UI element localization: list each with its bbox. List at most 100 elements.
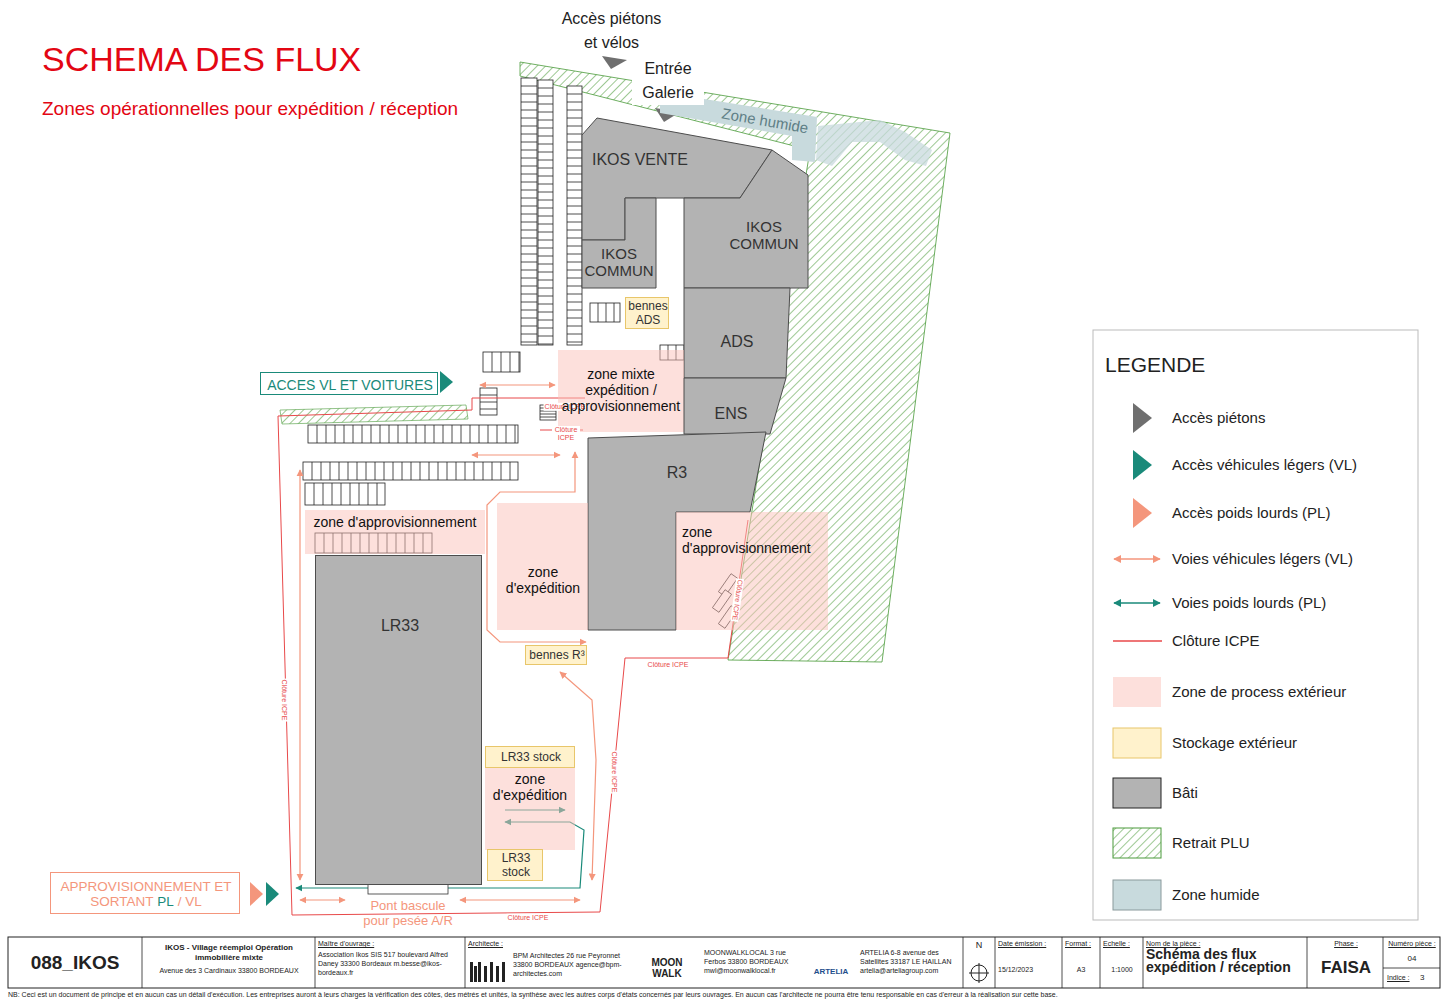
node-text: zone d'expédition xyxy=(506,564,580,596)
parking-row xyxy=(483,352,520,372)
text-group: ENS xyxy=(706,405,756,423)
text-group: R3 xyxy=(657,464,697,482)
cell-value: 1:1000 xyxy=(1103,966,1141,974)
cell-heading: Format : xyxy=(1065,940,1091,948)
access-box: APPROVISIONNEMENT ET SORTANTPL/VL xyxy=(50,872,240,914)
vl-road xyxy=(480,384,555,385)
disclaimer-note: NB: Ceci est un document de principe et … xyxy=(8,990,1058,999)
label-holder: Echelle : xyxy=(1103,940,1130,948)
parking-stalls xyxy=(314,483,377,505)
legend-item xyxy=(1114,603,1160,604)
cell-heading: Indice : xyxy=(1387,974,1410,982)
label-holder: Clôture ICPE xyxy=(610,751,618,794)
node-text: bennes R³ xyxy=(529,648,584,662)
legend-swatch xyxy=(1113,728,1161,758)
text-group: APPROVISIONNEMENT ET SORTANTPL/VL xyxy=(55,879,237,910)
access-box: ACCES VL ET VOITURES xyxy=(260,372,438,395)
building-shape xyxy=(684,150,808,288)
label-holder: 15/12/2023 xyxy=(998,966,1033,974)
label-holder: SCHEMA DES FLUX xyxy=(42,38,361,80)
bpm-logo xyxy=(502,962,505,982)
cell-heading: Maître d'ouvrage : xyxy=(318,940,374,948)
engineer-details: ARTELIA 6-8 avenue des Satellites 33187 … xyxy=(860,948,960,975)
legend-swatch xyxy=(1113,778,1161,808)
legend-item xyxy=(1113,641,1162,642)
phase-value: FAISA xyxy=(1310,958,1382,978)
text-group: IKOS COMMUN xyxy=(583,245,655,280)
legend-symbols xyxy=(1113,403,1162,910)
text-group: LR33 stock xyxy=(488,751,574,765)
process-zone: zone d'expédition xyxy=(485,768,575,850)
cell-heading: Phase : xyxy=(1310,940,1382,948)
node-text: / xyxy=(178,894,182,909)
parking-row xyxy=(567,86,582,345)
label-holder: ARTELIA xyxy=(808,967,854,977)
text-group: zone d'approvisionnement xyxy=(682,524,826,556)
page-title: SCHEMA DES FLUX xyxy=(42,38,361,80)
legend-swatch xyxy=(1113,880,1161,910)
parking-row xyxy=(308,425,518,443)
node-text: zone mixte expédition / approvisionnemen… xyxy=(562,366,680,414)
project-name: IKOS - Village réemploi Opération immobi… xyxy=(145,943,313,963)
label-holder: Format : xyxy=(1065,940,1091,948)
cell-heading: Date émission : xyxy=(998,940,1046,948)
node-text: zone d'expédition xyxy=(493,771,567,803)
project-code: 088_IKOS xyxy=(8,952,142,975)
building: ADS xyxy=(684,288,790,378)
label-holder: Clôture ICPE xyxy=(730,578,744,622)
label-holder: A3 xyxy=(1065,966,1097,974)
fence-label: Clôture ICPE xyxy=(552,426,580,442)
legend-text: Voies poids lourds (PL) xyxy=(1172,593,1326,613)
fence-label: Clôture ICPE xyxy=(647,661,690,669)
legend-item xyxy=(1133,450,1152,480)
legend-heading: LEGENDE xyxy=(1105,352,1205,377)
label-holder: Indice : xyxy=(1387,974,1410,982)
building: ENS xyxy=(684,378,786,434)
node-text: ACCES VL ET VOITURES xyxy=(267,377,433,393)
cell-value: 04 xyxy=(1385,954,1439,964)
node-text: APPROVISIONNEMENT ET SORTANT xyxy=(61,879,232,910)
parking-row xyxy=(480,388,497,415)
label-holder: MOON WALK xyxy=(642,957,692,979)
label-holder: Numéro pièce : xyxy=(1385,940,1439,948)
weighbridge xyxy=(368,884,448,894)
cell-value: 3 xyxy=(1420,973,1424,983)
text-group: ADS xyxy=(707,333,767,351)
label-holder: IKOS - Village réemploi Opération immobi… xyxy=(145,943,313,963)
storage-area: LR33 stock xyxy=(485,746,575,768)
plu-setback xyxy=(280,405,468,424)
title-block-frame xyxy=(8,937,1440,988)
legend-item xyxy=(1113,880,1161,910)
process-zone: zone d'expédition xyxy=(497,503,588,630)
building-shape xyxy=(582,198,656,288)
parking-row xyxy=(538,80,553,345)
weighbridge-label: Pont bascule pour pesée A/R xyxy=(358,898,458,928)
fence-label: Clôture ICPE xyxy=(507,914,550,922)
node-text: LR33 xyxy=(381,617,419,634)
label-holder: Clôture ICPE xyxy=(552,426,580,442)
label-holder: Phase : xyxy=(1310,940,1382,948)
fence-label: Clôture ICPE xyxy=(730,578,744,622)
engineer-details: MOONWALKLOCAL 3 rue Ferbos 33800 BORDEAU… xyxy=(704,948,804,975)
architect-details: BPM Architectes 26 rue Peyronnet 33800 B… xyxy=(513,951,631,978)
label-holder: Zone humide xyxy=(1172,885,1260,905)
node-text: zone d'approvisionnement xyxy=(313,514,476,530)
node-text: IKOS COMMUN xyxy=(584,245,653,279)
parking-row xyxy=(521,78,537,345)
legend-road-symbol xyxy=(1114,558,1160,559)
legend-text: Accès piétons xyxy=(1172,408,1265,428)
legend-text: Bâti xyxy=(1172,783,1198,803)
pl-access-arrow xyxy=(250,882,263,906)
sheet-name: Schéma des flux expédition / réception xyxy=(1146,948,1301,974)
label-holder: Schéma des flux expédition / réception xyxy=(1146,948,1301,974)
node-text: R3 xyxy=(667,464,687,481)
label-holder: LEGENDE xyxy=(1105,352,1205,377)
parking-stalls xyxy=(312,462,510,480)
cell-heading: Numéro pièce : xyxy=(1385,940,1439,948)
parking-stalls xyxy=(521,86,537,342)
label-holder: Bâti xyxy=(1172,783,1198,803)
label-holder: Clôture ICPE xyxy=(1172,631,1260,651)
text-group: zone d'expédition xyxy=(499,564,587,596)
bpm-logo xyxy=(470,962,473,982)
legend-road-symbol xyxy=(1114,602,1160,603)
